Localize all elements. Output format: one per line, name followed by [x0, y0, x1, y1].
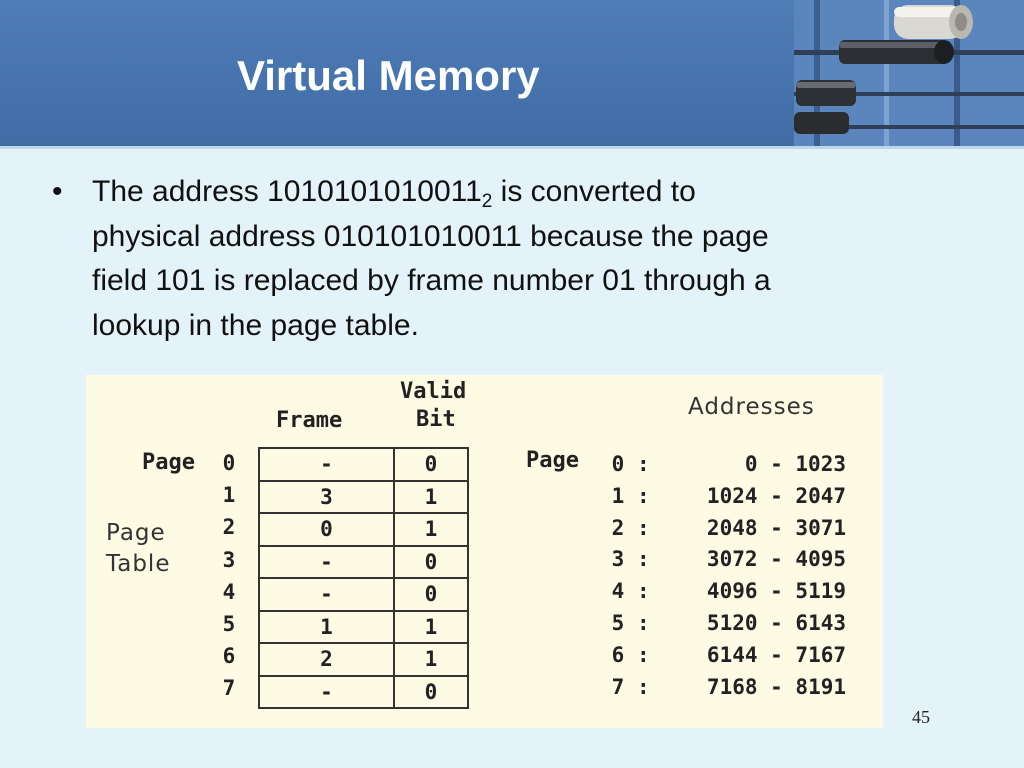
page-table-page-number: 0 — [222, 451, 236, 475]
address-row: 4: 4096 - 5119 — [524, 575, 864, 607]
address-separator: : — [637, 452, 650, 476]
bullet-text: The address 10101010100112 is converted … — [92, 170, 952, 348]
address-range: 2048 - 3071 — [706, 515, 846, 540]
address-range: 3072 - 4095 — [706, 547, 846, 572]
page-table-page-number: 6 — [222, 644, 236, 669]
address-range: 0 - 1023 — [744, 452, 846, 476]
bullet-line-1-end: is converted to — [492, 175, 696, 208]
address-separator: : — [637, 547, 650, 572]
bullet-line-1-start: The address 1010101010011 — [92, 175, 482, 208]
address-separator: : — [637, 674, 650, 699]
table-row: -0 — [258, 545, 469, 579]
valid-bit-header-line-1: Valid — [400, 379, 467, 404]
address-range: 4096 - 5119 — [706, 579, 846, 604]
valid-bit-cell: 0 — [393, 578, 469, 612]
bullet-marker: • — [52, 175, 63, 208]
address-page-number: 4 — [611, 579, 625, 604]
address-page-number: 5 — [611, 611, 625, 635]
address-row: 7: 7168 - 8191 — [524, 671, 864, 703]
valid-bit-cell: 0 — [393, 447, 469, 482]
slide-title: Virtual Memory — [237, 52, 540, 99]
frame-cell: 0 — [258, 513, 394, 547]
page-table-label-line-1: Page — [106, 520, 166, 546]
page-table-page-number: 7 — [222, 676, 236, 701]
bullet-line-4: lookup in the page table. — [92, 308, 419, 342]
frame-cell: - — [258, 447, 394, 482]
address-page-number: 6 — [611, 642, 625, 667]
bullet-line-2: physical address 010101010011 because th… — [92, 219, 769, 253]
frame-header: Frame — [276, 408, 343, 433]
valid-bit-cell: 0 — [393, 545, 469, 579]
address-row: 2: 2048 - 3071 — [524, 512, 864, 544]
table-row: -0 — [258, 447, 469, 482]
frame-cell: - — [258, 675, 394, 709]
frame-cell: - — [258, 578, 394, 612]
address-page-number: 0 — [611, 452, 625, 476]
frame-cell: - — [258, 545, 394, 579]
address-page-number: 7 — [611, 674, 625, 699]
page-table-page-number: 2 — [222, 515, 236, 540]
valid-bit-cell: 0 — [393, 675, 469, 709]
page-table-page-number: 4 — [222, 579, 236, 604]
address-page-number: 2 — [611, 515, 625, 540]
page-table-page-number: 3 — [222, 547, 236, 572]
bullet-line-1: The address 10101010100112 is converted … — [92, 170, 952, 215]
page-table-figure: Valid Bit Frame Page Page Table Addresse… — [86, 375, 883, 728]
valid-bit-cell: 1 — [393, 480, 469, 514]
base-subscript: 2 — [481, 191, 493, 212]
address-row: 6: 6144 - 7167 — [524, 639, 864, 671]
title-bar-rule — [0, 146, 1024, 149]
address-page-number: 3 — [611, 547, 625, 572]
address-row: 0: 0 - 1023 — [524, 448, 864, 480]
table-row: -0 — [258, 578, 469, 612]
abacus-beads-image — [794, 0, 1024, 146]
address-row: 5: 5120 - 6143 — [524, 607, 864, 639]
page-table-label-line-2: Table — [106, 551, 171, 577]
valid-bit-header-line-2: Bit — [416, 407, 456, 432]
addresses-header: Addresses — [688, 394, 815, 420]
frame-cell: 3 — [258, 480, 394, 514]
address-range: 6144 - 7167 — [706, 642, 846, 667]
address-row: 1: 1024 - 2047 — [524, 480, 864, 512]
slide-number: 45 — [912, 707, 930, 727]
addresses-page-label: Page — [526, 448, 579, 473]
address-separator: : — [637, 515, 650, 540]
frame-cell: 1 — [258, 610, 394, 644]
title-bar: Virtual Memory — [0, 0, 1024, 146]
address-separator: : — [637, 642, 650, 667]
valid-bit-cell: 1 — [393, 513, 469, 547]
address-separator: : — [637, 483, 650, 508]
page-table-page-number: 1 — [222, 483, 236, 508]
address-row: 3: 3072 - 4095 — [524, 543, 864, 575]
address-range: 5120 - 6143 — [706, 611, 846, 635]
valid-bit-cell: 1 — [393, 643, 469, 677]
page-column-label: Page — [142, 450, 195, 475]
bullet-line-3: field 101 is replaced by frame number 01… — [92, 264, 771, 297]
address-range: 1024 - 2047 — [706, 483, 846, 508]
address-range: 7168 - 8191 — [706, 674, 846, 699]
address-separator: : — [637, 611, 650, 635]
address-page-number: 1 — [611, 483, 625, 508]
frame-cell: 2 — [258, 643, 394, 677]
address-separator: : — [637, 579, 650, 604]
table-row: -0 — [258, 675, 469, 709]
page-table-page-number: 5 — [222, 612, 236, 636]
valid-bit-cell: 1 — [393, 610, 469, 644]
